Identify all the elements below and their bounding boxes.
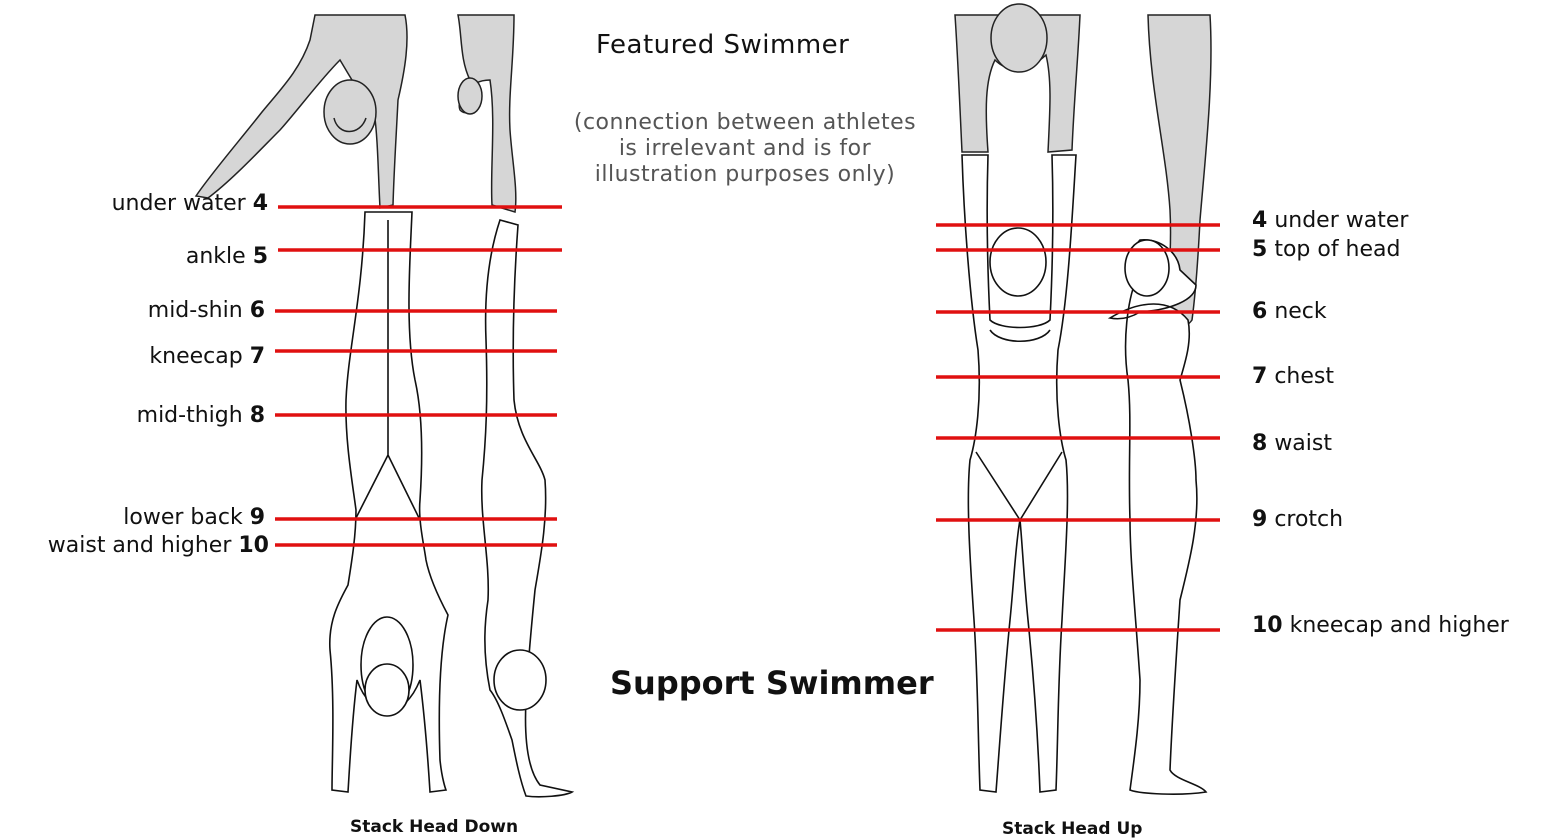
head-up-level-10: 10 kneecap and higher — [1252, 615, 1509, 637]
head-down-level-9: lower back 9 — [123, 507, 265, 529]
support-swimmer-head-down-side — [482, 220, 572, 797]
support-swimmer-head-up-side — [1110, 240, 1206, 794]
head-up-level-9: 9 crotch — [1252, 509, 1343, 531]
head-down-level-5: ankle 5 — [186, 246, 268, 268]
caption-stack-head-down: Stack Head Down — [350, 817, 518, 837]
illustration-note: (connection between athletes is irreleva… — [565, 110, 925, 188]
featured-swimmer-head-down-side — [458, 15, 516, 212]
head-up-level-5: 5 top of head — [1252, 239, 1400, 261]
caption-stack-head-up: Stack Head Up — [1002, 819, 1142, 839]
support-swimmer-label: Support Swimmer — [610, 664, 934, 702]
support-swimmer-head-down-front — [330, 212, 448, 792]
featured-swimmer-head-down-front — [196, 15, 407, 208]
head-up-level-6: 6 neck — [1252, 301, 1327, 323]
head-down-level-7: kneecap 7 — [149, 346, 265, 368]
head-up-level-8: 8 waist — [1252, 433, 1332, 455]
head-down-level-8: mid-thigh 8 — [137, 405, 265, 427]
featured-swimmer-label: Featured Swimmer — [596, 30, 849, 60]
featured-swimmer-head-up-front — [955, 4, 1080, 152]
head-down-level-10: waist and higher 10 — [48, 535, 269, 557]
head-down-level-4: under water 4 — [112, 193, 268, 215]
head-down-level-6: mid-shin 6 — [148, 300, 265, 322]
head-up-level-7: 7 chest — [1252, 366, 1334, 388]
head-up-level-4: 4 under water — [1252, 210, 1408, 232]
